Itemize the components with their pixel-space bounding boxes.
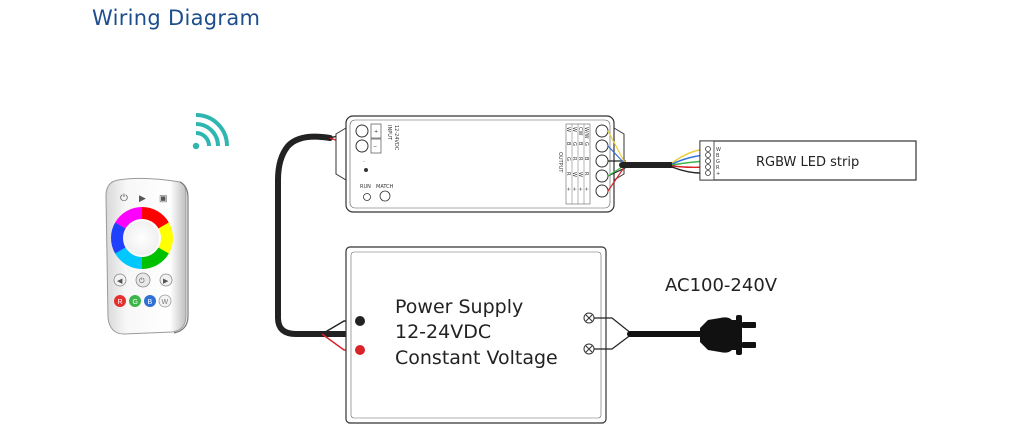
led-strip: W B G R + RGBW LED strip [699,140,917,181]
output-table-cell: CW [577,127,583,135]
led-pin-label: R [716,165,720,171]
ac-terminal-icon [583,312,595,324]
svg-text:⏻: ⏻ [139,277,145,285]
input-minus-label: − [373,144,377,150]
color-wheel[interactable] [108,204,176,272]
dc-output-negative [355,316,365,326]
input-label: INPUT [386,125,392,141]
output-table-cell: B [565,142,571,146]
input-terminal-plus [355,124,369,138]
dc-output-positive [355,345,365,355]
output-terminal [595,139,609,153]
remote-save-icon[interactable]: ▣ [159,193,168,203]
power-indicator-icon [364,168,368,172]
power-supply-line2: 12-24VDC [395,321,491,343]
output-terminal [595,124,609,138]
remote-r-button[interactable] [114,295,126,307]
remote-g-button[interactable] [129,295,141,307]
output-table-cell: G [565,157,571,161]
run-button[interactable] [363,193,371,201]
output-table-cell: + [583,187,589,191]
output-table-cell: W [571,172,577,177]
output-table-cell: R [577,157,583,161]
output-terminal [595,184,609,198]
power-supply-line3: Constant Voltage [395,347,558,369]
output-terminal [595,154,609,168]
input-plus-label: + [374,129,378,135]
remote-r-label: R [118,299,123,306]
output-terminal [595,169,609,183]
remote-b-label: B [148,299,153,306]
output-table-cell: B [583,157,589,161]
remote-power-icon[interactable]: ⏻ [120,193,128,204]
led-pin-label: + [716,171,720,177]
remote-left-button[interactable] [113,273,127,287]
output-table-cell: W [565,127,571,132]
output-label: OUTPUT [557,152,563,173]
ac-plug-icon [700,315,756,355]
match-label: MATCH [376,184,394,190]
led-strip-label: RGBW LED strip [756,155,859,170]
output-table-cell: W [577,172,583,177]
output-table-cell: + [577,187,583,191]
led-pin-label: B [716,153,720,159]
output-table-cell: R [571,157,577,161]
output-table-cell: B [577,142,583,146]
output-table-cell: + [571,187,577,191]
wireless-signal-icon [192,113,229,150]
remote-right-button[interactable] [159,273,173,287]
output-terminals [595,124,609,198]
output-table-cell: R [565,172,571,176]
output-table-cell: W [571,127,577,132]
run-label: RUN [360,184,371,190]
remote-speed-icon[interactable]: ▶︎ [139,193,146,203]
output-table-cell: R [583,172,589,176]
svg-text:◀: ◀ [117,278,123,285]
ac-cable [594,317,705,350]
remote-b-button[interactable] [144,295,156,307]
input-terminal-minus [355,139,369,153]
output-table-cell: G [571,142,577,146]
remote-g-label: G [133,299,138,306]
remote-center-button[interactable] [135,272,151,288]
output-table-cell: W/W [583,127,589,139]
svg-text:▶: ▶ [163,278,169,285]
remote-w-button[interactable] [158,294,172,308]
led-pin-label: W [716,147,721,153]
remote-w-label: W [162,299,169,306]
led-pin-label: G [716,159,720,165]
input-voltage-label: 12-24VDC [393,125,399,151]
svg-text:◦: ◦ [363,159,365,165]
remote-control: ⏻ ▶︎ ▣ ◀ ⏻ ▶ R G B W [105,177,189,335]
ac-voltage-label: AC100-240V [665,275,778,296]
output-table-cell: G [583,142,589,146]
ac-terminal-icon [583,343,595,355]
power-supply-box: Power Supply 12-24VDC Constant Voltage [345,246,607,424]
page-title: Wiring Diagram [92,6,261,30]
output-table-cell: + [565,187,571,191]
power-supply-line1: Power Supply [395,296,523,318]
match-button[interactable] [379,190,391,202]
